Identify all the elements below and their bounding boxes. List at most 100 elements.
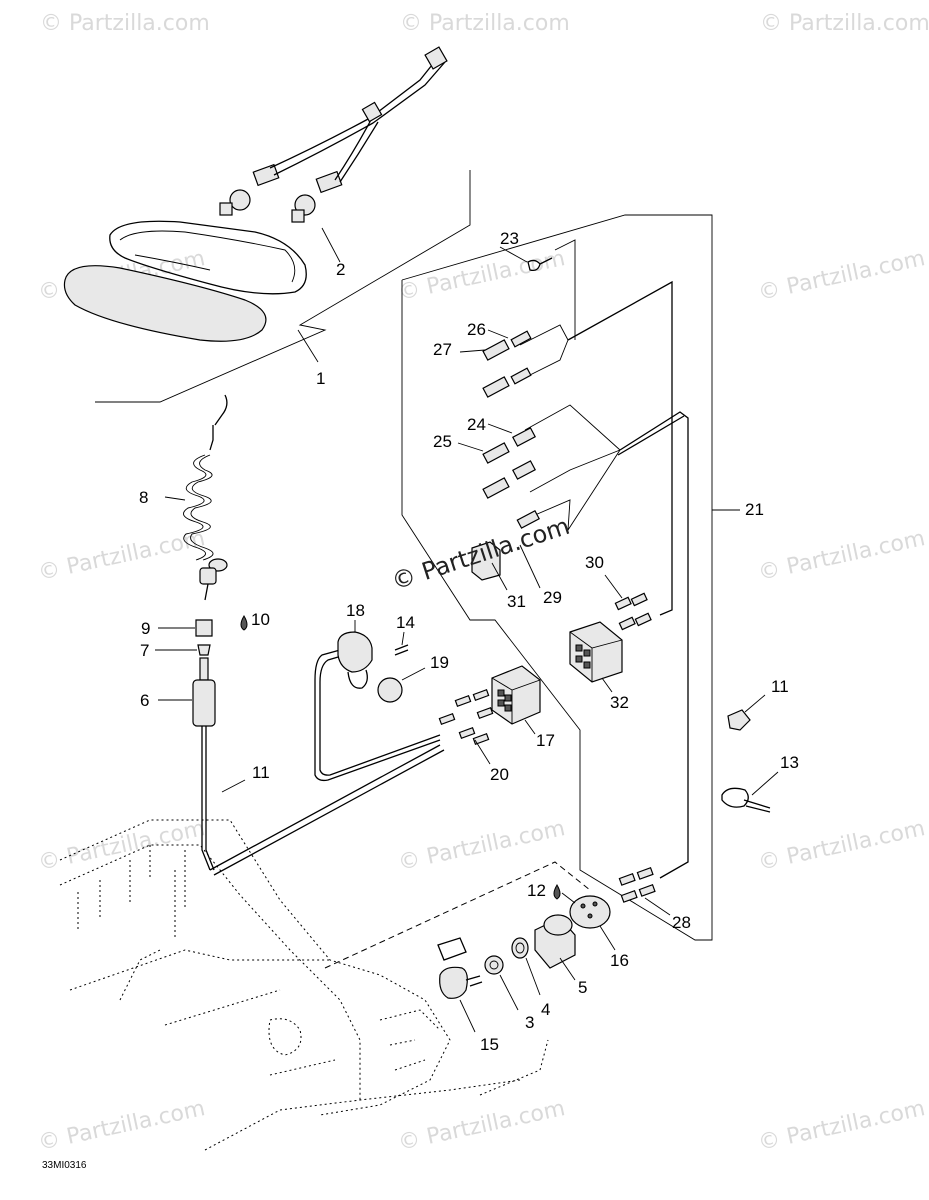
watermark: © Partzilla.com [400, 11, 570, 36]
callout-5: 5 [578, 978, 587, 997]
key-blade [465, 975, 483, 987]
callout-18: 18 [346, 601, 365, 620]
callout-19: 19 [430, 653, 449, 672]
callout-11b: 11 [771, 677, 789, 696]
ignition-switch-5-top [543, 914, 573, 936]
callout-9: 9 [141, 619, 150, 638]
switch-18-clamp [347, 669, 368, 689]
harness-wire [617, 415, 685, 456]
washer-4 [511, 937, 529, 959]
ignition-axis [324, 861, 591, 969]
callout-1: 1 [316, 369, 325, 388]
callout-30: 30 [585, 553, 604, 572]
frame-detail [164, 989, 336, 1076]
wiring-harness-frame [401, 214, 740, 941]
callout-27: 27 [433, 340, 452, 359]
leader-5 [559, 957, 576, 981]
watermark: © Partzilla.com [36, 1096, 207, 1156]
bulb-right [291, 194, 316, 223]
callout-20: 20 [490, 765, 509, 784]
connector-cap-16 [569, 895, 611, 929]
vehicle-frame [59, 819, 591, 1151]
leader-14 [401, 631, 405, 646]
watermark: © Partzilla.com [756, 246, 927, 306]
ignition-switch-group [437, 884, 616, 1033]
callout-25: 25 [433, 432, 452, 451]
callout-15: 15 [480, 1035, 499, 1054]
callout-2: 2 [336, 260, 345, 279]
terminal-29-clip [516, 509, 540, 529]
leader-19 [401, 667, 426, 681]
switch-wire [201, 726, 211, 871]
switch-wire [205, 726, 215, 871]
callout-16: 16 [610, 951, 629, 970]
leader-25 [457, 442, 484, 452]
branch-24 [524, 404, 621, 532]
pin [592, 901, 598, 907]
headlight-boundary [95, 170, 471, 403]
tether-lanyard [209, 425, 214, 451]
frame-brace [119, 949, 161, 1001]
callout-8: 8 [139, 488, 148, 507]
harness-connector [424, 46, 448, 70]
coiled-cord-8 [190, 454, 214, 561]
frame-hole [268, 1018, 302, 1056]
callout-23: 23 [500, 229, 519, 248]
ring-terminal-23 [527, 257, 553, 272]
frame-base [204, 1079, 521, 1151]
diagram-code: 33MI0316 [42, 1160, 87, 1171]
callout-11a: 11 [252, 763, 270, 782]
callout-17: 17 [536, 731, 555, 750]
tether-clip [214, 394, 228, 426]
callout-29: 29 [543, 588, 562, 607]
leader-24 [487, 423, 513, 434]
terminals-30 [614, 592, 652, 631]
branch-26 [519, 324, 569, 381]
terminal-24 [512, 427, 536, 447]
switch-18 [337, 631, 373, 673]
leader-32 [601, 677, 613, 693]
harness-wire [567, 280, 673, 616]
terminal-26 [510, 367, 532, 385]
key-15 [439, 966, 468, 999]
pin [587, 913, 593, 919]
sleeve-25 [482, 442, 510, 464]
leader-8 [164, 496, 186, 501]
leader-29 [519, 544, 541, 589]
headlight-harness [339, 121, 379, 183]
leader-26 [487, 329, 509, 339]
callout-7: 7 [140, 641, 149, 660]
clip-11 [727, 709, 751, 731]
nut-3 [484, 955, 504, 975]
callout-4: 4 [541, 1000, 550, 1019]
headlight-harness [334, 117, 373, 181]
leader-28 [644, 897, 671, 916]
washer-7 [197, 644, 211, 656]
callout-28: 28 [672, 913, 691, 932]
cable-tie-13 [721, 787, 749, 808]
callout-3: 3 [525, 1013, 534, 1032]
frame-outline [59, 844, 361, 1100]
headlight-harness [273, 61, 446, 176]
loose-parts [721, 694, 779, 813]
pin [580, 903, 586, 909]
nut-3-hole [489, 960, 499, 970]
leader-3 [499, 974, 519, 1011]
watermark: © Partzilla.com [396, 1096, 567, 1156]
harness-lead [209, 744, 441, 871]
headlight-harness [269, 54, 441, 169]
callout-31: 31 [507, 592, 526, 611]
branch-23 [554, 239, 576, 340]
leader-4 [525, 957, 541, 996]
throttle-assembly [209, 620, 541, 876]
leader-15 [459, 999, 476, 1033]
sleeve-27 [482, 339, 510, 361]
sleeve-25 [482, 477, 510, 499]
nut-9 [195, 619, 213, 637]
callout-6: 6 [140, 691, 149, 710]
leader-31 [491, 562, 508, 591]
bulb-connector-left [252, 163, 280, 187]
frame-posts [77, 845, 186, 940]
